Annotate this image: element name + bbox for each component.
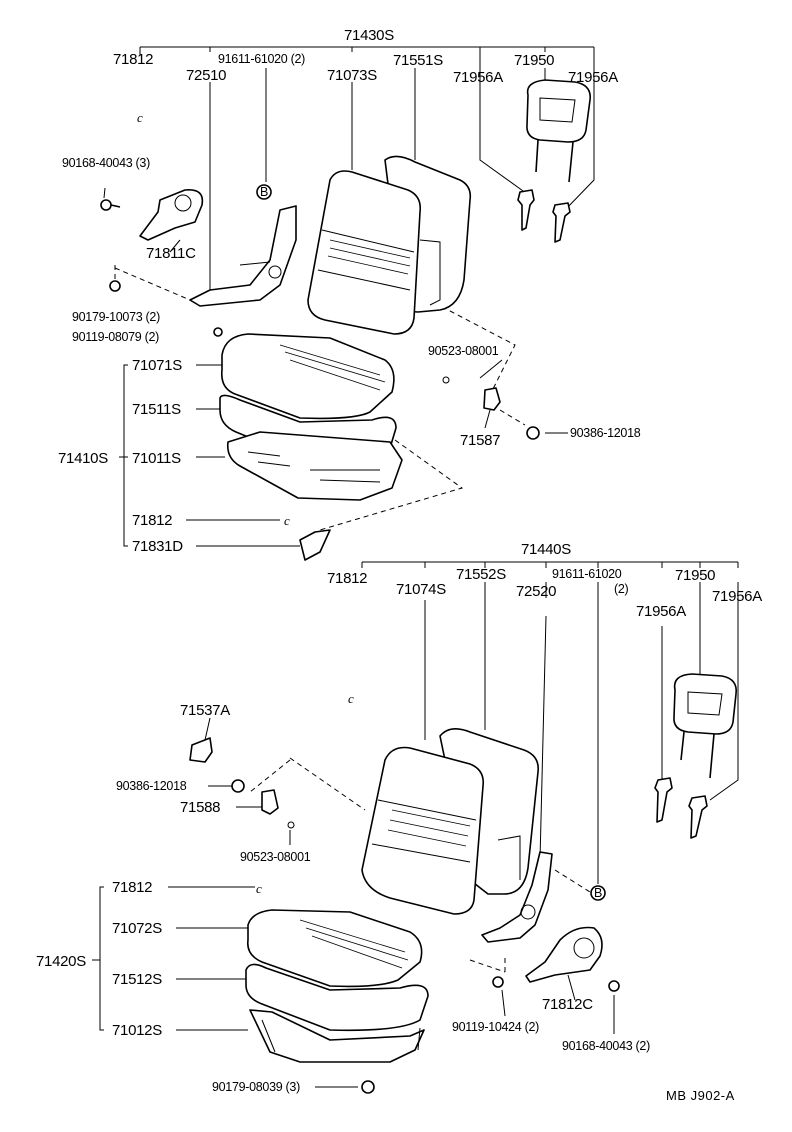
lower-part-71552S: 71552S [456, 566, 506, 583]
upper-part-71956A-left: 71956A [453, 69, 503, 86]
upper-part-90179: 90179-10073 (2) [72, 310, 160, 324]
lower-cushion-stack [245, 909, 429, 1063]
lower-part-71812: 71812 [327, 570, 368, 587]
lower-part-71012S: 71012S [112, 1022, 162, 1039]
lower-clip-c2: c [256, 881, 262, 896]
lower-clip-c: c [348, 691, 354, 706]
upper-leader-lines [103, 52, 595, 547]
lower-ref-b: B [594, 886, 603, 900]
lower-seatback [361, 728, 540, 915]
lower-part-71812C: 71812C [542, 996, 593, 1013]
lower-part-72520: 72520 [516, 583, 557, 600]
lower-group-bracket [361, 561, 739, 568]
lower-part-71074S: 71074S [396, 581, 446, 598]
lower-knob [261, 789, 279, 815]
upper-knob [483, 387, 501, 411]
lower-part-91611: 91611-61020 [552, 567, 622, 581]
upper-part-72510: 72510 [186, 67, 227, 84]
upper-headrest-supports [517, 189, 571, 243]
upper-recliner [189, 205, 297, 307]
upper-ref-b: B [260, 185, 269, 199]
lower-part-71512S: 71512S [112, 971, 162, 988]
upper-part-71551S: 71551S [393, 52, 443, 69]
upper-part-90168: 90168-40043 (3) [62, 156, 150, 170]
lower-headrest-supports [654, 777, 708, 839]
upper-part-71812: 71812 [113, 51, 154, 68]
upper-cushion-stack [219, 333, 403, 561]
upper-part-71011S: 71011S [132, 450, 181, 467]
upper-part-71831D: 71831D [132, 538, 183, 555]
upper-part-71950: 71950 [514, 52, 555, 69]
upper-clip-c2: c [284, 513, 290, 528]
lower-group-label: 71440S [521, 541, 571, 558]
lower-part-90168: 90168-40043 (2) [562, 1039, 650, 1053]
lower-part-71072S: 71072S [112, 920, 162, 937]
lower-bracket [189, 737, 213, 763]
upper-part-71812-cushion: 71812 [132, 512, 173, 529]
lower-hinge-cover [525, 926, 603, 983]
lower-part-90386: 90386-12018 [116, 779, 187, 793]
lower-cushion-group: 71420S [36, 953, 86, 970]
upper-headrest [526, 79, 592, 183]
lower-fasteners [231, 779, 620, 1094]
lower-part-90119: 90119-10424 (2) [452, 1020, 540, 1034]
upper-part-71511S: 71511S [132, 401, 181, 418]
lower-part-90179: 90179-08039 (3) [212, 1080, 300, 1094]
upper-part-90523: 90523-08001 [428, 344, 499, 358]
upper-ref-b-circle [256, 184, 272, 200]
lower-part-71588: 71588 [180, 799, 221, 816]
lower-ref-b-circle [590, 885, 606, 901]
lower-part-71537A: 71537A [180, 702, 230, 719]
upper-hinge-cover [139, 188, 204, 241]
lower-dashed-lines [249, 757, 591, 973]
upper-cushion-group: 71410S [58, 450, 108, 467]
upper-group-bracket [139, 46, 595, 55]
upper-part-71071S: 71071S [132, 357, 182, 374]
upper-group-label: 71430S [344, 27, 394, 44]
lower-part-91611-qty: (2) [614, 582, 629, 596]
lower-leader-lines [92, 582, 739, 1088]
upper-clip-c: c [137, 110, 143, 125]
diagram-code: MB J902-A [666, 1088, 735, 1103]
upper-part-90386: 90386-12018 [570, 426, 641, 440]
upper-part-71811C: 71811C [146, 245, 196, 262]
lower-headrest [673, 673, 738, 779]
lower-part-71812-cushion: 71812 [112, 879, 153, 896]
upper-part-71956A-right: 71956A [568, 69, 618, 86]
lower-part-90523: 90523-08001 [240, 850, 311, 864]
lower-part-71956A-left: 71956A [636, 603, 686, 620]
upper-fasteners [100, 199, 540, 440]
upper-seatback [307, 155, 472, 335]
lower-part-71956A-right: 71956A [712, 588, 762, 605]
lower-part-71950: 71950 [675, 567, 716, 584]
upper-part-90119: 90119-08079 (2) [72, 330, 160, 344]
upper-part-71587: 71587 [460, 432, 501, 449]
upper-part-91611: 91611-61020 (2) [218, 52, 306, 66]
upper-part-71073S: 71073S [327, 67, 377, 84]
lower-recliner [481, 851, 553, 943]
